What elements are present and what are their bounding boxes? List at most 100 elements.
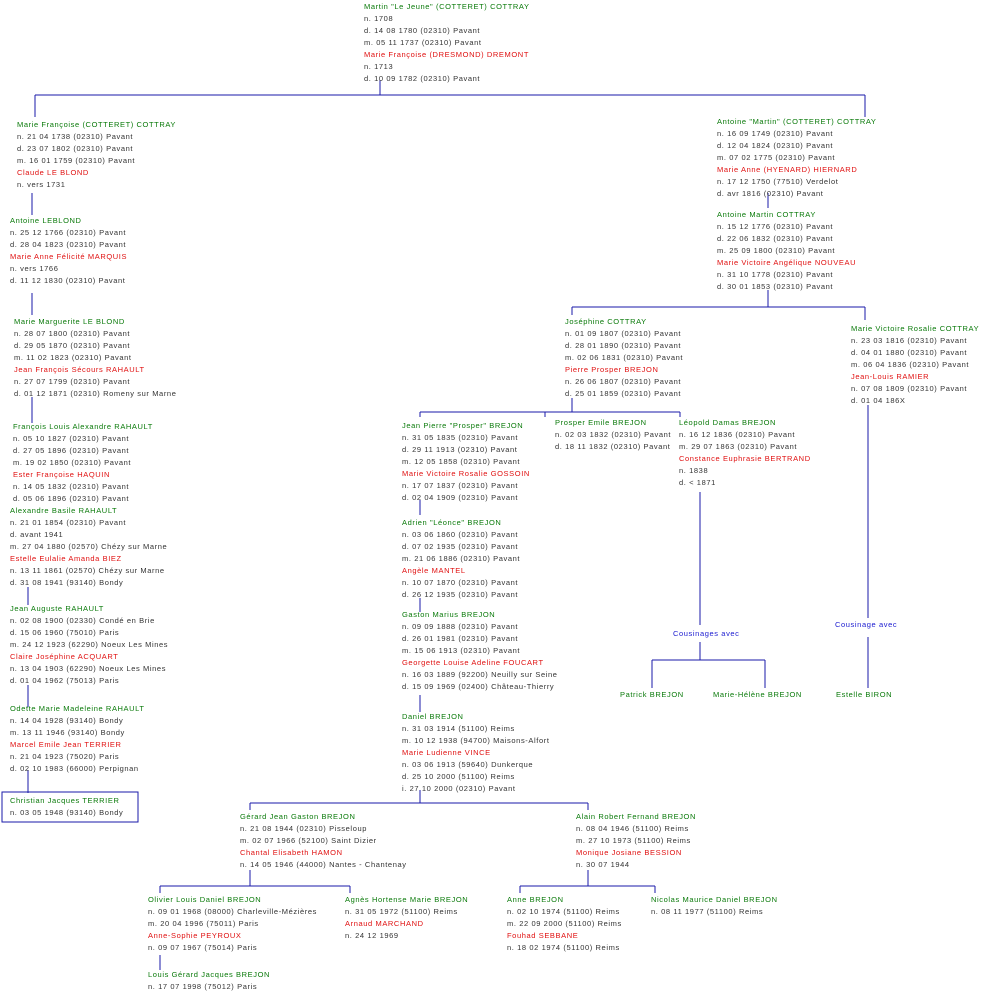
event-line: n. 13 11 1861 (02570) Chézy sur Marne bbox=[10, 566, 165, 575]
event-line: d. 15 09 1969 (02400) Château-Thierry bbox=[402, 682, 555, 691]
event-line: n. 01 09 1807 (02310) Pavant bbox=[565, 329, 682, 338]
event-line: d. 01 04 1962 (75013) Paris bbox=[10, 676, 120, 685]
event-line: n. 31 05 1835 (02310) Pavant bbox=[402, 433, 519, 442]
connector bbox=[419, 398, 681, 417]
event-line: d. 28 04 1823 (02310) Pavant bbox=[10, 240, 127, 249]
event-line: m. 02 06 1831 (02310) Pavant bbox=[565, 353, 684, 362]
event-line: n. 16 09 1749 (02310) Pavant bbox=[717, 129, 834, 138]
connector bbox=[34, 80, 866, 117]
spouse-name: Arnaud MARCHAND bbox=[345, 919, 424, 928]
person-name: François Louis Alexandre RAHAULT bbox=[13, 422, 153, 431]
event-line: d. 02 04 1909 (02310) Pavant bbox=[402, 493, 519, 502]
event-line: m. 24 12 1923 (62290) Noeux Les Mines bbox=[10, 640, 169, 649]
person-al: Antoine LEBLOND n. 25 12 1766 (02310) Pav… bbox=[10, 216, 127, 286]
person-name: Gaston Marius BREJON bbox=[402, 610, 496, 619]
person-jar: Jean Auguste RAHAULT n. 02 08 1900 (02330… bbox=[10, 604, 168, 686]
person-name: Antoine LEBLOND bbox=[10, 216, 82, 225]
event-line: n. 31 05 1972 (51100) Reims bbox=[345, 907, 458, 916]
connector bbox=[249, 790, 589, 810]
spouse-name: Pierre Prosper BREJON bbox=[565, 365, 659, 374]
spouse-name: Anne-Sophie PEYROUX bbox=[148, 931, 242, 940]
connector bbox=[571, 290, 866, 320]
event-line: n. 25 12 1766 (02310) Pavant bbox=[10, 228, 127, 237]
event-line: m. 25 09 1800 (02310) Pavant bbox=[717, 246, 836, 255]
event-line: n. 08 04 1946 (51100) Reims bbox=[576, 824, 689, 833]
event-line: n. 02 10 1974 (51100) Reims bbox=[507, 907, 620, 916]
event-line: d. 30 01 1853 (02310) Pavant bbox=[717, 282, 834, 291]
event-line: d. 02 10 1983 (66000) Perpignan bbox=[10, 764, 139, 773]
event-line: d. 14 08 1780 (02310) Pavant bbox=[364, 26, 481, 35]
event-line: d. avant 1941 bbox=[10, 530, 64, 539]
spouse-name: Claire Joséphine ACQUART bbox=[10, 652, 119, 661]
event-line: d. 31 08 1941 (93140) Bondy bbox=[10, 578, 124, 587]
event-line: d. < 1871 bbox=[679, 478, 716, 487]
event-line: d. 18 11 1832 (02310) Pavant bbox=[555, 442, 671, 451]
event-line: m. 19 02 1850 (02310) Pavant bbox=[13, 458, 132, 467]
event-line: d. 07 02 1935 (02310) Pavant bbox=[402, 542, 519, 551]
event-line: m. 06 04 1836 (02310) Pavant bbox=[851, 360, 970, 369]
event-line: d. 15 06 1960 (75010) Paris bbox=[10, 628, 120, 637]
person-name: Joséphine COTTRAY bbox=[565, 317, 647, 326]
spouse-name: Angèle MANTEL bbox=[402, 566, 466, 575]
event-line: n. 31 10 1778 (02310) Pavant bbox=[717, 270, 834, 279]
person-arfb: Alain Robert Fernand BREJON n. 08 04 1946… bbox=[576, 812, 696, 870]
event-line: n. 21 04 1923 (75020) Paris bbox=[10, 752, 120, 761]
event-line: d. 22 06 1832 (02310) Pavant bbox=[717, 234, 834, 243]
event-line: m. 12 05 1858 (02310) Pavant bbox=[402, 457, 521, 466]
event-line: n. 27 07 1799 (02310) Pavant bbox=[14, 377, 131, 386]
event-line: d. 25 01 1859 (02310) Pavant bbox=[565, 389, 682, 398]
person-name: Léopold Damas BREJON bbox=[679, 418, 777, 427]
event-line: n. 1838 bbox=[679, 466, 709, 475]
event-line: n. 17 07 1837 (02310) Pavant bbox=[402, 481, 519, 490]
event-line: d. avr 1816 (02310) Pavant bbox=[717, 189, 824, 198]
leaf-marie-helene: Marie-Hélène BREJON bbox=[713, 690, 802, 699]
person-jc: Joséphine COTTRAY n. 01 09 1807 (02310) P… bbox=[565, 317, 683, 399]
event-line: n. 21 01 1854 (02310) Pavant bbox=[10, 518, 127, 527]
event-line: n. 07 08 1809 (02310) Pavant bbox=[851, 384, 968, 393]
event-line: n. 28 07 1800 (02310) Pavant bbox=[14, 329, 131, 338]
person-name: Marie Françoise (COTTERET) COTTRAY bbox=[17, 120, 177, 129]
event-line: n. 08 11 1977 (51100) Reims bbox=[651, 907, 764, 916]
person-name: Odette Marie Madeleine RAHAULT bbox=[10, 704, 145, 713]
event-line: d. 29 11 1913 (02310) Pavant bbox=[402, 445, 518, 454]
person-name: Agnès Hortense Marie BREJON bbox=[345, 895, 469, 904]
event-line: d. 04 01 1880 (02310) Pavant bbox=[851, 348, 968, 357]
event-line: n. 09 07 1967 (75014) Paris bbox=[148, 943, 258, 952]
event-line: d. 11 12 1830 (02310) Pavant bbox=[10, 276, 126, 285]
event-line: m. 22 09 2000 (51100) Reims bbox=[507, 919, 622, 928]
spouse-name: Marie Victoire Rosalie GOSSOIN bbox=[402, 469, 530, 478]
spouse-name: Marie Françoise (DRESMOND) DREMONT bbox=[364, 50, 529, 59]
cousinages-label: Cousinages avec bbox=[673, 629, 740, 638]
person-name: Antoine "Martin" (COTTERET) COTTRAY bbox=[717, 117, 877, 126]
event-line: d. 26 01 1981 (02310) Pavant bbox=[402, 634, 519, 643]
person-name: Alain Robert Fernand BREJON bbox=[576, 812, 696, 821]
event-line: n. 13 04 1903 (62290) Noeux Les Mines bbox=[10, 664, 167, 673]
event-line: n. 15 12 1776 (02310) Pavant bbox=[717, 222, 834, 231]
event-line: n. 14 05 1946 (44000) Nantes - Chantenay bbox=[240, 860, 407, 869]
person-name: Christian Jacques TERRIER bbox=[10, 796, 120, 805]
person-name: Olivier Louis Daniel BREJON bbox=[148, 895, 262, 904]
person-name: Jean Auguste RAHAULT bbox=[10, 604, 104, 613]
event-line: m. 15 06 1913 (02310) Pavant bbox=[402, 646, 521, 655]
event-line: n. 23 03 1816 (02310) Pavant bbox=[851, 336, 968, 345]
event-line: n. 26 06 1807 (02310) Pavant bbox=[565, 377, 682, 386]
event-line: n. vers 1731 bbox=[17, 180, 66, 189]
event-line: m. 27 10 1973 (51100) Reims bbox=[576, 836, 691, 845]
spouse-name: Marie Ludienne VINCE bbox=[402, 748, 491, 757]
leaf-estelle: Estelle BIRON bbox=[836, 690, 893, 699]
event-line: n. 02 08 1900 (02330) Condé en Brie bbox=[10, 616, 155, 625]
event-line: n. 03 05 1948 (93140) Bondy bbox=[10, 808, 124, 817]
spouse-name: Monique Josiane BESSION bbox=[576, 848, 682, 857]
